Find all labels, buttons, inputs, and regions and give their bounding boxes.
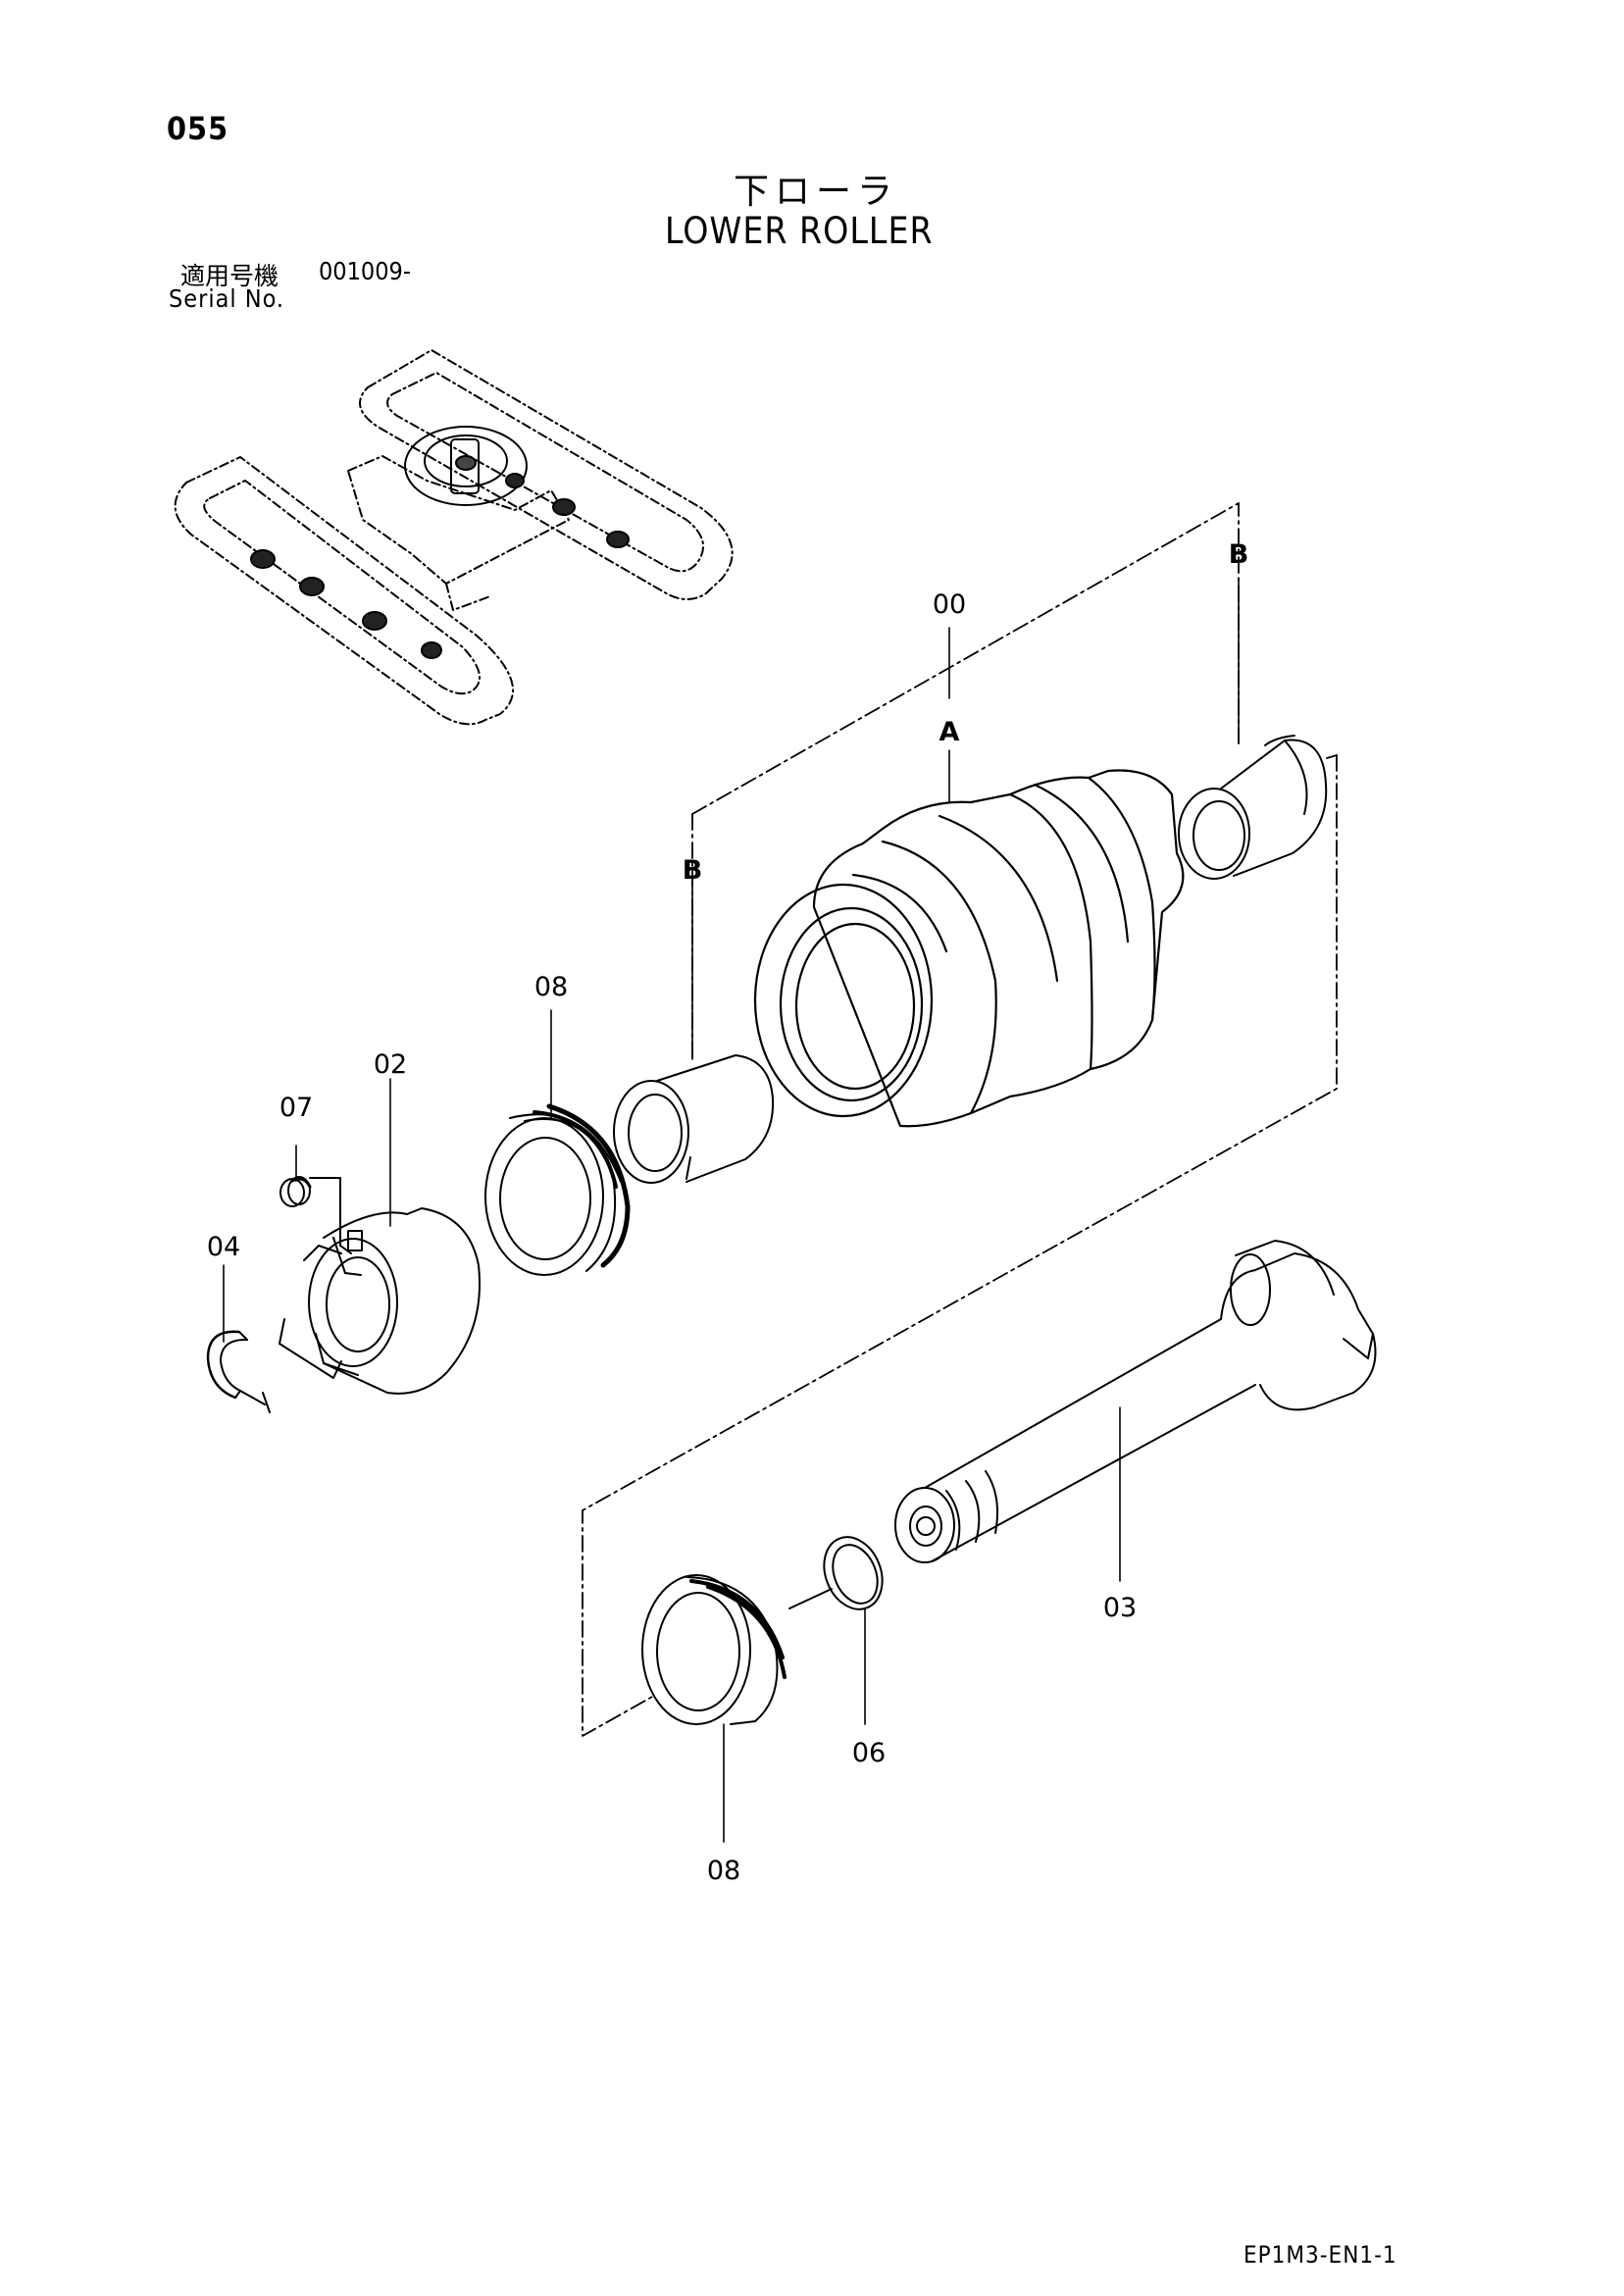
callout-ref-a: A	[939, 717, 960, 747]
page-number: 055	[167, 110, 229, 147]
callout-07: 07	[279, 1093, 313, 1123]
serial-number-value: 001009-	[319, 257, 411, 285]
collar-part-02	[279, 1207, 482, 1395]
title-japanese: 下ローラ	[734, 172, 899, 212]
shaft-part-03	[894, 1240, 1377, 1563]
bushing-left-b	[613, 1054, 775, 1184]
callout-00: 00	[933, 589, 966, 620]
document-code: EP1M3-EN1-1	[1243, 2241, 1397, 2269]
undercarriage-overview-drawing	[174, 349, 734, 726]
callout-03: 03	[1103, 1593, 1137, 1623]
title-english: LOWER ROLLER	[665, 210, 934, 252]
serial-label-japanese: 適用号機	[180, 262, 279, 290]
callout-06: 06	[852, 1738, 886, 1768]
bushing-right-b	[1178, 735, 1328, 880]
callout-ref-b-right: B	[1229, 539, 1249, 570]
callout-08-top: 08	[534, 972, 568, 1002]
callout-leader-lines	[223, 578, 1240, 1843]
undercarriage-solid-details	[250, 426, 630, 659]
floating-seal-part-08-bottom	[641, 1574, 787, 1725]
snap-ring-part-04	[206, 1330, 271, 1413]
plug-part-07	[279, 1176, 352, 1254]
o-ring-part-06	[788, 1536, 884, 1610]
serial-label-english: Serial No.	[169, 284, 285, 313]
assembly-frame-lines	[582, 502, 1338, 1737]
floating-seal-part-08-top	[484, 1103, 631, 1276]
callout-02: 02	[374, 1049, 407, 1080]
callout-ref-b-left: B	[683, 855, 703, 886]
callout-08-bottom: 08	[707, 1856, 740, 1886]
roller-shell-part-00	[753, 769, 1185, 1128]
callout-04: 04	[207, 1232, 240, 1262]
